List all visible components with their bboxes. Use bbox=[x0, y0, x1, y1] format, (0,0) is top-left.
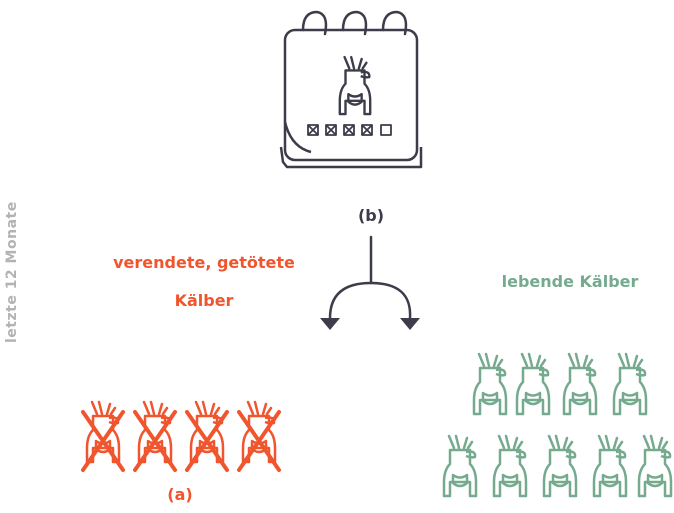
alive-calf bbox=[562, 352, 598, 416]
alive-calves-label: lebende Kälber bbox=[501, 272, 639, 291]
dead-calf bbox=[133, 400, 177, 472]
dead-calf bbox=[81, 400, 125, 472]
side-axis-label: letzte 12 Monate bbox=[4, 201, 20, 343]
arrow-head-left bbox=[320, 318, 340, 330]
label-a: (a) bbox=[167, 485, 193, 504]
dead-calves bbox=[81, 400, 281, 472]
alive-calf bbox=[592, 434, 628, 498]
alive-calf bbox=[492, 434, 528, 498]
dead-calves-label-line2: Kälber bbox=[174, 291, 234, 310]
alive-calf bbox=[542, 434, 578, 498]
dead-calf bbox=[237, 400, 281, 472]
dead-calf bbox=[185, 400, 229, 472]
alive-calf bbox=[637, 434, 673, 498]
dead-calves-label-line1: verendete, getötete bbox=[113, 253, 295, 272]
alive-calves bbox=[442, 352, 673, 498]
alive-calf bbox=[612, 352, 648, 416]
alive-calf bbox=[515, 352, 551, 416]
alive-calf bbox=[442, 434, 478, 498]
calendar-icon bbox=[279, 10, 423, 169]
arrow-head-right bbox=[400, 318, 420, 330]
alive-calf bbox=[472, 352, 508, 416]
dead-calves-label: verendete, getötete Kälber bbox=[100, 244, 308, 320]
split-arrow bbox=[328, 235, 412, 320]
label-b: (b) bbox=[357, 206, 385, 225]
